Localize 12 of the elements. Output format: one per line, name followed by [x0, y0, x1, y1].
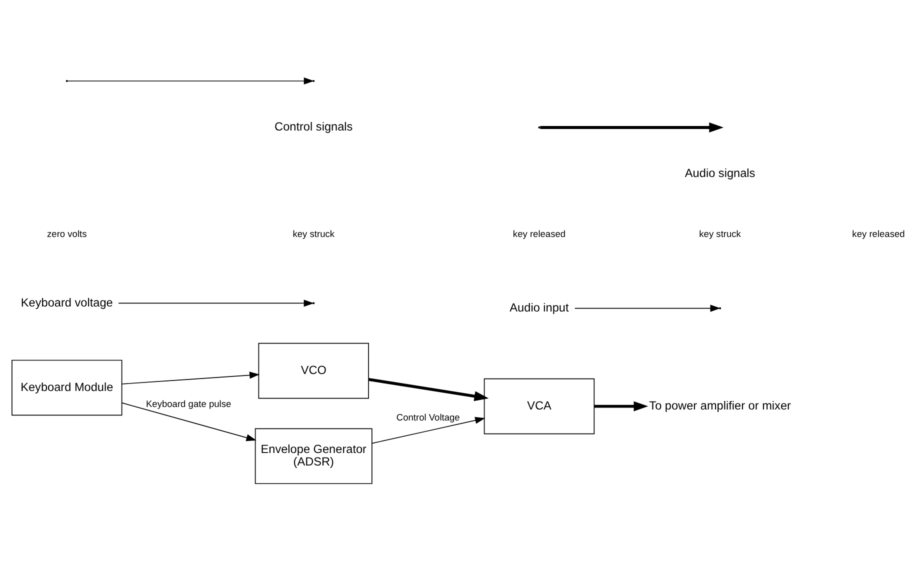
label: zero volts — [47, 228, 87, 239]
label: key released — [852, 228, 905, 239]
edge-label: Control Voltage — [396, 412, 460, 422]
legend-label: Control signals — [274, 119, 353, 134]
legend-label: Audio signals — [684, 166, 756, 180]
label: key struck — [699, 228, 741, 239]
label: key struck — [292, 228, 335, 239]
edge-label: Keyboard gate pulse — [146, 398, 232, 408]
label: key released — [512, 228, 566, 239]
node-text: Audio input — [510, 300, 569, 314]
node-text: Keyboard voltage — [20, 294, 113, 309]
node-text: To power amplifier or mixer — [649, 398, 791, 412]
